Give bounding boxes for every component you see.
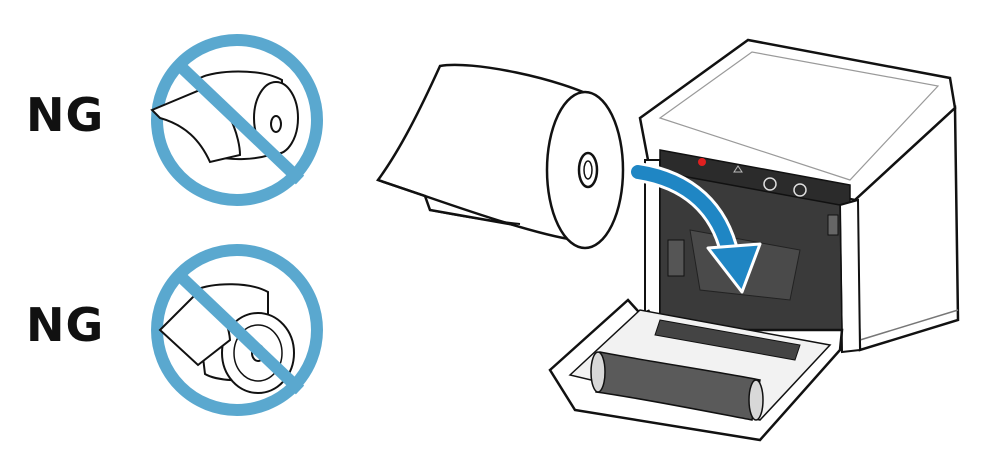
paper-guide-right	[827, 214, 839, 236]
paper-roll-correct	[375, 63, 625, 250]
ng-label-bottom: NG	[26, 298, 105, 352]
error-led-icon	[698, 158, 706, 166]
cutter-assembly	[654, 319, 801, 361]
printer-side-edge	[859, 309, 959, 341]
prohibition-slash-bottom-icon	[173, 269, 305, 395]
paper-guide-left	[667, 239, 685, 277]
ng-roll-top	[150, 34, 323, 206]
arrow-head	[706, 242, 762, 294]
roller-left-end	[590, 351, 606, 393]
feed-button-icon	[763, 177, 777, 191]
ng-label-top: NG	[26, 88, 105, 142]
platen-roller	[595, 351, 761, 421]
paper-sheet	[429, 209, 521, 225]
roll-core-inner	[583, 160, 593, 180]
roll-core-outer	[577, 151, 599, 189]
printer	[548, 38, 960, 442]
power-button-icon	[793, 183, 807, 197]
insert-arrow-icon	[628, 162, 762, 294]
prohibition-slash-top-icon	[173, 59, 305, 185]
arrow-shaft	[631, 165, 737, 262]
printer-lid-inset	[658, 51, 940, 181]
warning-indicator-icon	[733, 165, 743, 173]
roll-end-correct	[545, 90, 625, 250]
roll-core-top	[270, 115, 282, 133]
roller-right-end	[748, 379, 764, 421]
roll-top-surface	[375, 63, 602, 242]
ng-roll-bottom	[151, 244, 323, 416]
roll-wound-layers	[233, 324, 283, 382]
